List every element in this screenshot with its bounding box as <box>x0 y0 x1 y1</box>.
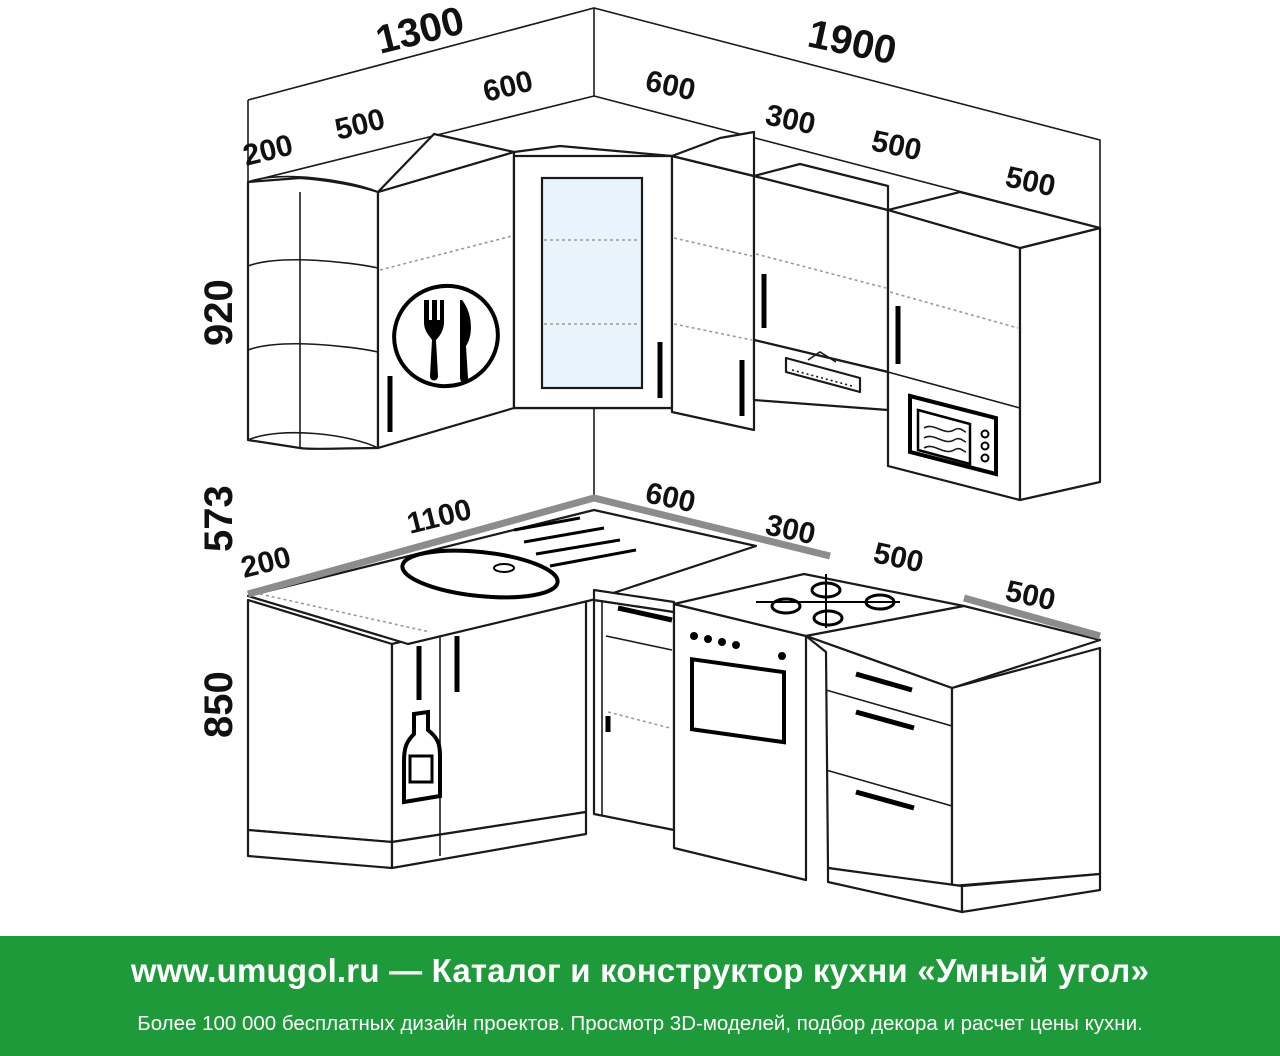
cutlery-sticker-icon <box>392 283 500 389</box>
upper-cabinet-microwave <box>886 190 1102 502</box>
upper-cabinet-left <box>376 132 516 450</box>
cooker <box>672 572 966 882</box>
bottle-sticker-icon <box>402 709 442 805</box>
dim-wall-left-3: 600 <box>480 65 537 109</box>
dim-wall-left-2: 500 <box>332 103 389 147</box>
base-cabinet-drawers <box>804 594 1102 914</box>
base-cabinets-left <box>246 594 588 870</box>
dim-wall-right-1: 600 <box>643 65 699 108</box>
dim-wall-right-3: 500 <box>869 125 925 168</box>
dim-height-upper: 920 <box>197 279 241 346</box>
cooker-knobs-icon <box>690 632 786 660</box>
dim-base-right-3: 500 <box>871 537 927 580</box>
footer-subline: Более 100 000 бесплатных дизайн проектов… <box>137 1012 1143 1035</box>
footer-banner: www.umugol.ru — Каталог и конструктор ку… <box>0 936 1280 1056</box>
sink-icon <box>400 516 637 600</box>
gas-hob-icon <box>756 574 900 628</box>
extractor-hood-icon <box>784 351 862 394</box>
dim-wall-right-4: 500 <box>1003 161 1059 204</box>
kitchen-diagram: 1300 1900 200 500 600 600 300 500 500 20… <box>197 0 1102 914</box>
dim-total-right: 1900 <box>804 12 900 74</box>
worktop-left <box>246 494 831 646</box>
dim-wall-right-2: 300 <box>763 99 819 142</box>
upper-cabinet-narrow <box>670 130 756 432</box>
upper-cabinet-hood <box>752 162 890 412</box>
dim-base-left-1: 200 <box>238 541 295 585</box>
open-shelf-unit <box>246 175 380 450</box>
dim-height-base: 850 <box>197 671 241 738</box>
base-cabinet-corner <box>592 588 676 832</box>
dim-total-left: 1300 <box>372 0 469 63</box>
corner-glass-cabinet <box>512 144 674 410</box>
dim-height-gap: 573 <box>197 485 241 552</box>
footer-headline[interactable]: www.umugol.ru — Каталог и конструктор ку… <box>130 952 1150 989</box>
microwave-icon <box>908 393 998 477</box>
